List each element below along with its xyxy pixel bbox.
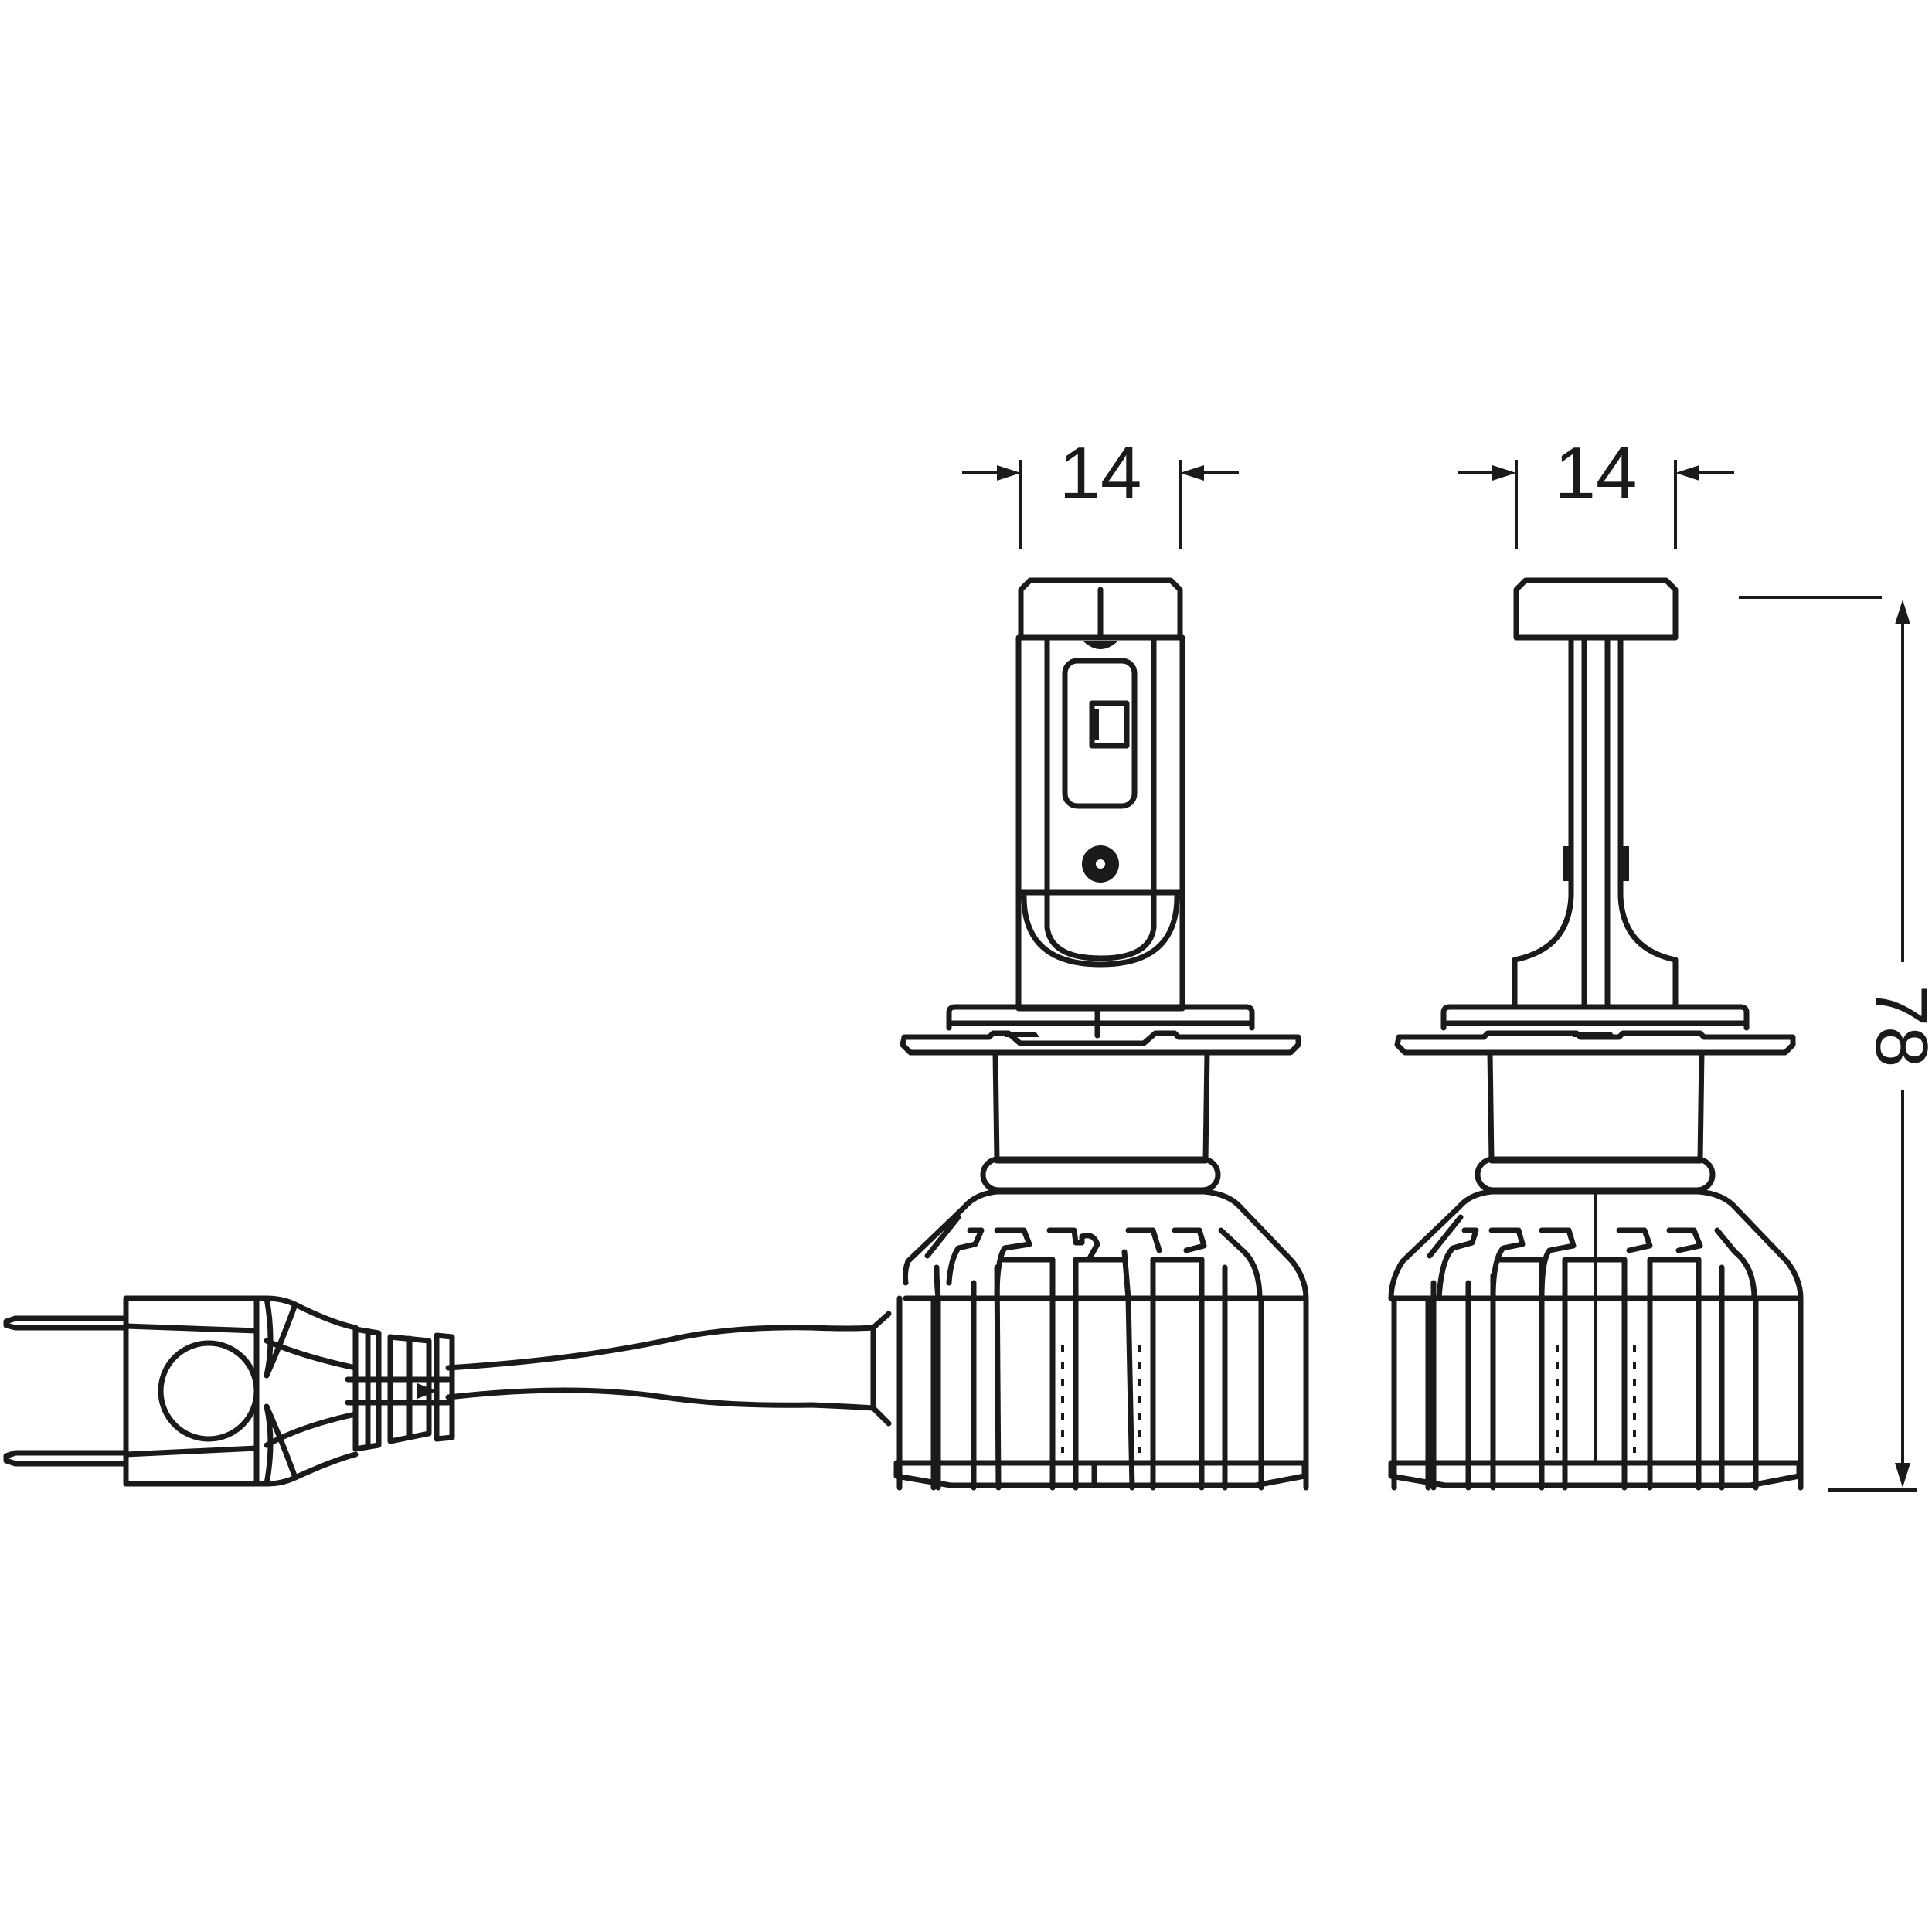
right-neck [1487,1049,1705,1164]
left-neck [992,1049,1210,1164]
right-base [1388,1460,1802,1488]
left-bulb [3,577,1309,1491]
right-heatsink-fins [1388,1214,1804,1491]
dimension-height: 78 [1739,596,1932,1492]
right-bulb [1388,577,1804,1491]
connector-plug [3,1295,359,1487]
left-led-window [1062,658,1138,809]
connector-pin-top [3,1315,129,1331]
dimension-arrow [1675,465,1699,481]
right-collar [1475,1156,1716,1193]
left-heatsink-top [961,1189,1243,1210]
left-led-chip [1089,700,1130,749]
dimension-label-left-width: 14 [1060,432,1142,515]
dimension-right-width: 14 [1458,432,1734,549]
dimension-arrow [1180,465,1204,481]
dimension-left-width: 14 [962,432,1239,549]
cable-strain-relief [345,1326,455,1452]
connector-latch-circle [158,1340,260,1442]
left-base [893,1460,1308,1488]
right-flange [1440,1004,1750,1031]
left-cable [445,1325,876,1371]
dimension-arrow [997,465,1021,481]
dimension-arrow [1895,600,1910,624]
connector-pin-bottom [3,1450,129,1467]
left-led-body [1015,634,1185,1012]
dimension-arrow [1895,1463,1910,1488]
dimension-arrow [1492,465,1516,481]
dimension-label-height: 78 [1860,985,1932,1068]
left-collar [980,1156,1221,1193]
left-heatsink-fins [896,1214,1309,1491]
right-heatsink-top [1456,1189,1738,1210]
dimension-label-right-width: 14 [1555,432,1638,515]
left-flange [946,1004,1255,1031]
right-led-cap [1513,577,1679,641]
